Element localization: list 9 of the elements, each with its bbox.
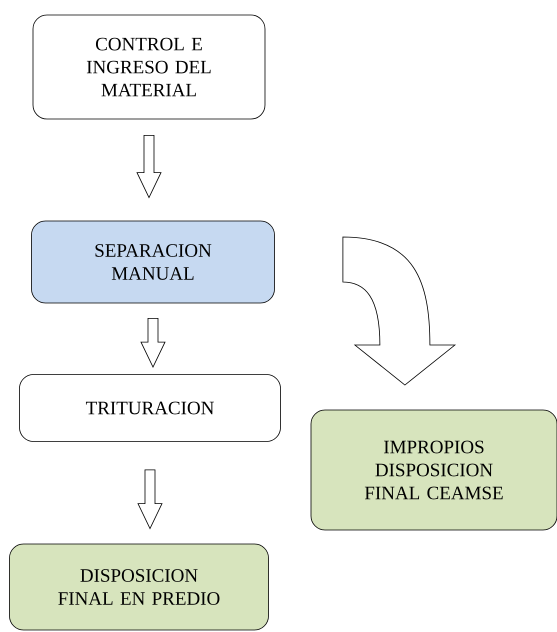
process-box: DISPOSICION FINAL EN PREDIO — [9, 544, 269, 630]
block-arrow — [137, 470, 163, 530]
process-box: CONTROL E INGRESO DEL MATERIAL — [32, 14, 266, 120]
block-arrow — [342, 236, 456, 386]
block-arrow — [136, 135, 162, 199]
process-box: SEPARACION MANUAL — [31, 220, 275, 304]
process-box: TRITURACION — [19, 374, 281, 442]
process-box: IMPROPIOS DISPOSICION FINAL CEAMSE — [310, 410, 557, 530]
block-arrow — [140, 318, 166, 368]
